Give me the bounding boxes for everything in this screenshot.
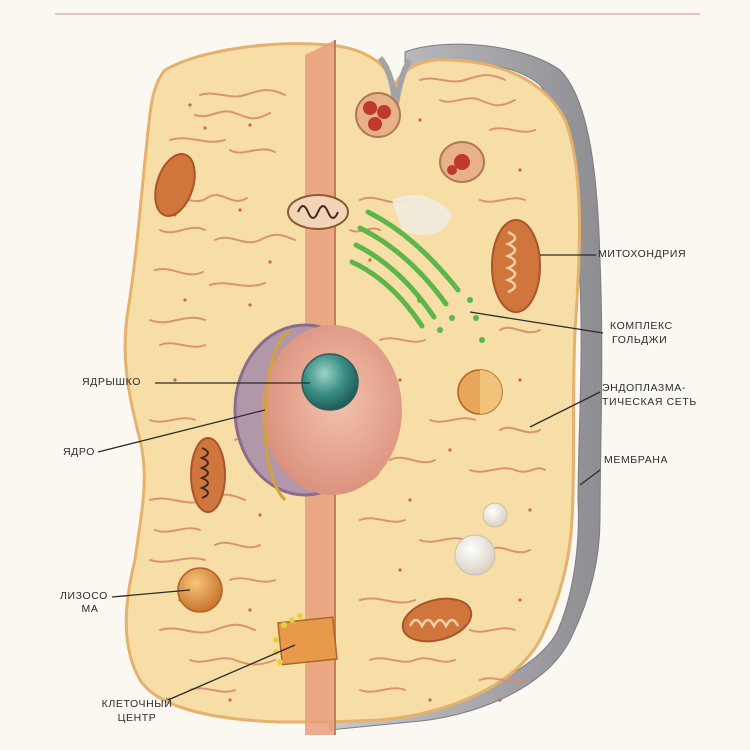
vesicle-half-orange <box>457 369 503 415</box>
label-lysosome-line1: ЛИЗОСО <box>60 590 108 602</box>
golgi-white-area <box>392 195 452 235</box>
leader-lysosome <box>111 589 191 598</box>
mitochondrion-top-center <box>287 194 349 230</box>
leader-golgi <box>469 311 604 334</box>
er-right <box>349 74 546 693</box>
leader-lines <box>97 254 604 701</box>
label-nucleus: ЯДРО <box>63 446 96 458</box>
leader-membrane <box>579 469 601 486</box>
vacuole-top <box>355 92 401 138</box>
label-lysosome-line2: МА <box>81 603 99 615</box>
label-er-line1: ЭНДОПЛАЗМА- <box>602 382 686 394</box>
label-membrane: МЕМБРАНА <box>604 454 669 466</box>
vesicle-white-large <box>454 534 496 576</box>
leader-er <box>529 391 601 428</box>
centrosome <box>273 613 338 666</box>
label-centrosome-line1: КЛЕТОЧНЫЙ <box>101 698 173 710</box>
label-golgi-line1: КОМПЛЕКС <box>610 320 673 332</box>
vesicle-white-small <box>482 502 508 528</box>
label-mitochondria: МИТОХОНДРИЯ <box>598 248 687 260</box>
er-left <box>149 89 296 693</box>
label-er-line2: ТИЧЕСКАЯ СЕТЬ <box>602 396 697 408</box>
label-golgi-line2: ГОЛЬДЖИ <box>612 334 668 346</box>
leader-centrosome <box>167 644 296 701</box>
lysosome <box>177 567 223 613</box>
mitochondrion-bottom-right <box>401 597 473 643</box>
mitochondrion-left-lower <box>190 437 226 513</box>
mitochondrion-right <box>491 219 541 313</box>
golgi-complex <box>349 209 485 343</box>
vacuole-right <box>439 141 485 183</box>
nucleus <box>233 323 402 502</box>
mitochondrion-upper-left <box>154 153 196 217</box>
leader-nucleus <box>97 409 266 453</box>
label-centrosome-line2: ЦЕНТР <box>117 712 157 724</box>
label-nucleolus: ЯДРЫШКО <box>82 376 141 388</box>
